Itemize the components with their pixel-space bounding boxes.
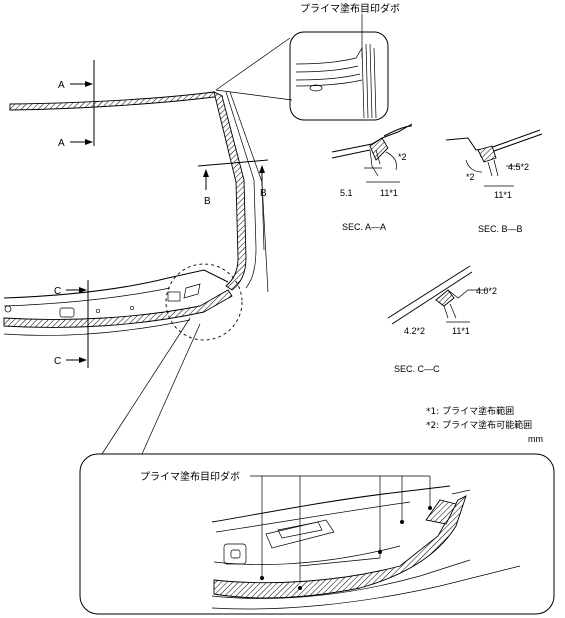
detail-frame-bottom [79,453,555,615]
pillar-moulding [213,91,247,291]
cowl-hole [4,305,12,313]
dim-b-range: 11*1 [494,190,512,200]
dowel-marker [298,586,302,590]
legend: *1: プライマ塗布範囲 *2: プライマ塗布可能範囲 mm [426,405,543,444]
dim-c-top: 4.0*2 [476,286,497,296]
section-b-label-left: B [204,196,211,207]
cowl-clip [183,283,201,299]
section-marker-a: A A [58,60,95,149]
section-a-a: 5.1 11*1 *2 SEC. A—A [331,123,413,232]
cowl-hole [95,308,101,314]
windshield-outline [3,91,269,336]
zoom-indicator [101,263,243,455]
section-c-c: 4.0*2 4.2*2 11*1 SEC. C—C [387,265,497,374]
sec-b-title: SEC. B—B [478,224,523,234]
detail-frame-top [289,31,389,121]
zoom-circle [165,263,243,341]
dim-b-angle: *2 [466,172,475,182]
dowel-marker [378,550,382,554]
dim-c-left: 4.2*2 [404,326,425,336]
legend-note-1: *1: プライマ塗布範囲 [426,405,514,417]
dowel-marker [260,576,264,580]
sec-c-title: SEC. C—C [394,364,440,374]
top-moulding [9,91,224,111]
bottom-detail-callout: プライマ塗布目印ダボ [79,453,555,615]
section-b-label-right: B [260,188,267,199]
primer-mark-bottom-label: プライマ塗布目印ダボ [140,470,240,483]
dim-a-angle: *2 [398,152,407,162]
section-c-label-bottom: C [54,356,61,367]
section-b-b: 4.5*2 11*1 *2 SEC. B—B [445,129,543,234]
dim-c-range: 11*1 [452,326,470,336]
dim-a-range: 11*1 [380,188,398,198]
dim-b-right: 4.5*2 [508,162,529,172]
dowel-marker [400,520,404,524]
section-marker-b: B B [197,159,269,207]
detail-clip [223,543,247,565]
section-marker-c: C C [54,280,89,368]
section-a-label-bottom: A [58,138,65,149]
section-a-label-top: A [58,80,65,91]
legend-note-2: *2: プライマ塗布可能範囲 [426,419,532,431]
cowl-clip [59,307,75,318]
lower-moulding [3,289,233,328]
primer-mark-top-label: プライマ塗布目印ダボ [300,2,400,15]
top-detail-callout: プライマ塗布目印ダボ [215,2,400,121]
dim-a-left: 5.1 [340,188,353,198]
legend-unit: mm [528,434,543,444]
section-c-label-top: C [54,286,61,297]
dowel-marker [428,506,432,510]
sec-a-title: SEC. A—A [342,222,386,232]
cowl-clip [167,291,181,302]
cowl-hole [129,305,135,311]
